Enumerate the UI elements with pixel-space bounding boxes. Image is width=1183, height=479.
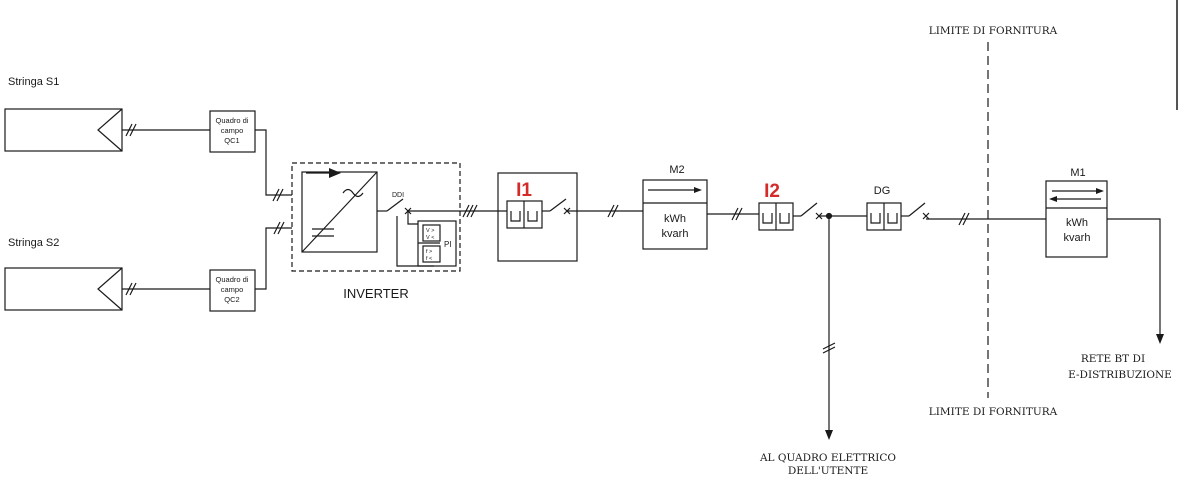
i1-label: I1 xyxy=(516,180,532,201)
field-box-qc1-line-1: Quadro di xyxy=(216,116,249,125)
inverter-label: INVERTER xyxy=(343,286,409,301)
grid-label-line-1: RETE BT DI xyxy=(1081,353,1145,365)
meter-m2-arrowhead xyxy=(694,187,702,193)
dg-switch-blade xyxy=(908,202,926,217)
dg-x-contact xyxy=(922,212,930,220)
meter-m2-unit-1: kWh xyxy=(664,213,686,225)
string-s2-label: Stringa S2 xyxy=(8,237,59,249)
tick-marks xyxy=(822,342,836,354)
field-box-qc2-line-3: QC2 xyxy=(224,295,239,304)
field-box-qc2 xyxy=(209,269,256,312)
meter-m1-title: M1 xyxy=(1070,167,1085,179)
pi-protection-line-4: f < xyxy=(426,256,432,262)
i1-switch-blade xyxy=(549,198,567,212)
grid-label-line-2: E-DISTRIBUZIONE xyxy=(1068,369,1172,381)
pi-inner-lower xyxy=(422,245,441,263)
tick-marks xyxy=(731,207,743,221)
field-box-qc2-line-1: Quadro di xyxy=(216,275,249,284)
i2-breaker xyxy=(758,202,794,231)
i1-breaker xyxy=(506,200,543,229)
field-box-qc1-line-2: campo xyxy=(221,126,244,135)
user-arrowhead xyxy=(825,430,833,440)
pi-inner-upper xyxy=(422,224,441,242)
tick-marks xyxy=(958,212,970,226)
field-box-qc1-line-3: QC1 xyxy=(224,136,239,145)
meter-m1-unit-2: kvarh xyxy=(1064,232,1091,244)
ddi-label: DDI xyxy=(392,192,404,199)
pi-protection-line-1: V > xyxy=(426,228,434,234)
user-panel-label-line-2: DELL'UTENTE xyxy=(788,465,868,477)
tick-marks xyxy=(273,221,285,235)
meter-m1-arrowhead-right xyxy=(1096,188,1104,194)
pv-string-s1-module xyxy=(4,108,123,152)
tick-marks xyxy=(607,204,619,218)
i2-switch-blade xyxy=(800,202,818,217)
pi-label: PI xyxy=(444,240,452,249)
ddi-feedback-wire xyxy=(407,211,418,225)
string-s1-label: Stringa S1 xyxy=(8,76,59,88)
tick-marks xyxy=(272,188,284,202)
user-panel-label-line-1: AL QUADRO ELETTRICO xyxy=(759,452,896,464)
wire xyxy=(255,129,292,196)
meter-m2-unit-2: kvarh xyxy=(662,228,689,240)
i1-enclosure xyxy=(497,172,578,262)
meter-m1-arrowhead-left xyxy=(1049,196,1057,202)
ddi-switch-blade xyxy=(386,198,404,212)
inverter-enclosure xyxy=(291,162,461,272)
wire xyxy=(255,227,292,290)
supply-limit-label-bottom: LIMITE DI FORNITURA xyxy=(929,406,1058,418)
inverter-converter-block xyxy=(301,168,378,253)
meter-m2-title: M2 xyxy=(669,164,684,176)
dg-breaker xyxy=(866,202,902,231)
dg-label: DG xyxy=(874,185,891,197)
supply-limit-label-top: LIMITE DI FORNITURA xyxy=(929,25,1058,37)
pi-protection-line-3: f > xyxy=(426,249,432,255)
i2-label: I2 xyxy=(764,181,780,202)
meter-m1-unit-1: kWh xyxy=(1066,217,1088,229)
grid-wire xyxy=(1107,218,1161,336)
grid-arrowhead xyxy=(1156,334,1164,344)
pi-protection-line-2: V < xyxy=(426,235,434,241)
pv-string-s2-module xyxy=(4,267,123,311)
field-box-qc2-line-2: campo xyxy=(221,285,244,294)
field-box-qc1 xyxy=(209,110,256,153)
